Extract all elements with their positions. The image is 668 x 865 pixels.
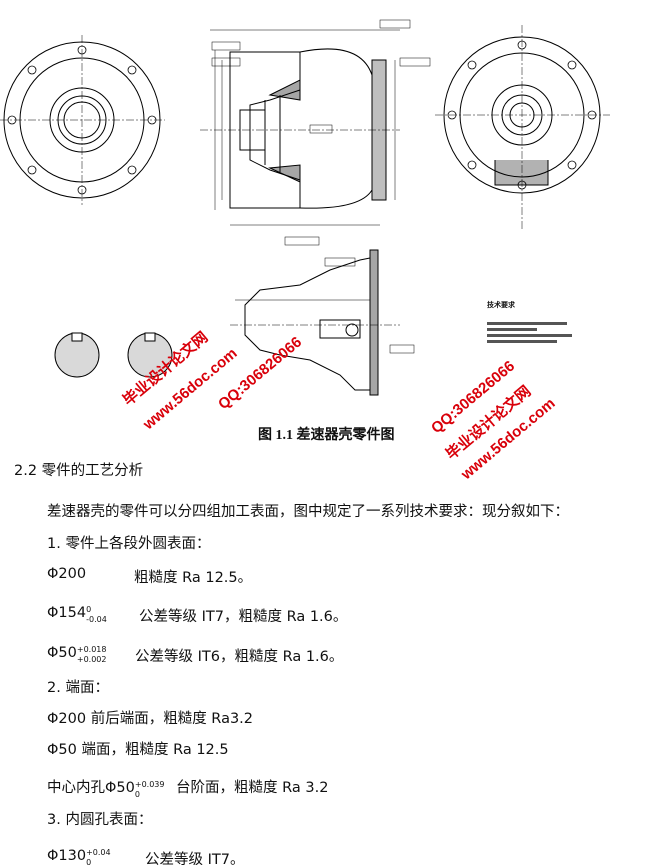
tech-requirements-title: 技术要求 (487, 301, 515, 309)
spec-line: Φ200 前后端面，粗糙度 Ra3.2 (47, 711, 254, 727)
detail-sections (54, 332, 173, 378)
figure-caption: 图 1.1 差速器壳零件图 (258, 428, 395, 443)
intro-paragraph: 差速器壳的零件可以分四组加工表面，图中规定了一系列技术要求：现分叙如下： (47, 504, 569, 520)
part-drawing (0, 19, 610, 396)
spec-line: Φ50 端面，粗糙度 Ra 12.5 (47, 742, 229, 758)
tech-requirements-lines (487, 322, 572, 343)
left-view (0, 35, 165, 205)
section-heading: 2.2 零件的工艺分析 (14, 463, 144, 479)
bottom-section-view (230, 249, 415, 396)
group-3-heading: 3. 内圆孔表面： (47, 812, 153, 828)
front-section-view (200, 19, 431, 246)
group-2-heading: 2. 端面： (47, 680, 109, 696)
right-view (435, 25, 610, 230)
group-1-heading: 1. 零件上各段外圆表面： (47, 536, 211, 552)
